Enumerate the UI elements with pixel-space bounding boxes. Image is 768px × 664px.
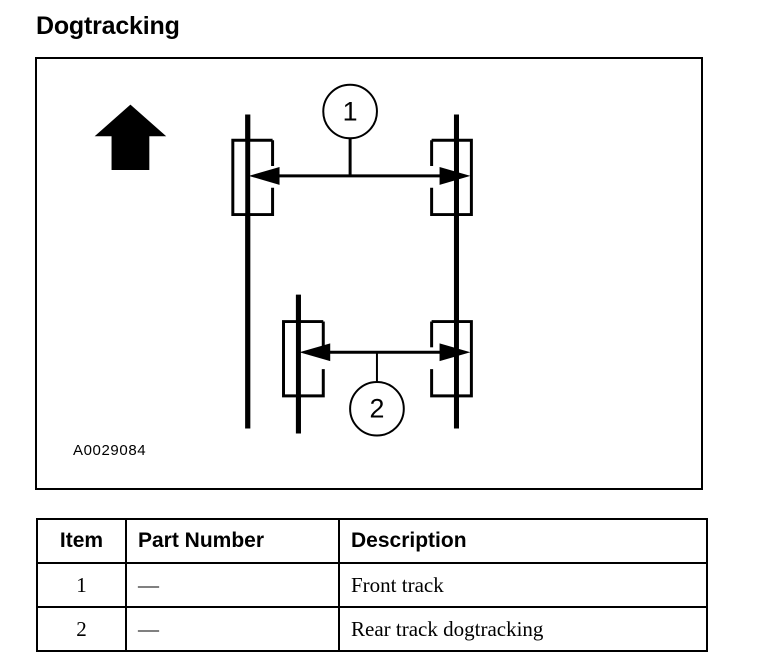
callout-2-label: 2 bbox=[369, 394, 384, 424]
callout-balloon-2: 2 bbox=[349, 352, 405, 437]
illustration-frame: 1 bbox=[35, 57, 703, 490]
cell-part-number: — bbox=[125, 562, 340, 608]
table-row: 1 — Front track bbox=[36, 562, 708, 608]
cell-item: 1 bbox=[36, 562, 127, 608]
cell-item: 2 bbox=[36, 606, 127, 652]
parts-table: Item Part Number Description 1 — Front t… bbox=[36, 518, 708, 652]
page-title: Dogtracking bbox=[36, 12, 180, 40]
cell-part-number: — bbox=[125, 606, 340, 652]
direction-of-travel-arrow-icon bbox=[94, 104, 167, 170]
column-header-item: Item bbox=[36, 518, 127, 564]
rear-right-wheel bbox=[430, 320, 473, 398]
figure-id-label: A0029084 bbox=[73, 442, 147, 459]
cell-description: Front track bbox=[338, 562, 708, 608]
rear-left-wheel bbox=[282, 320, 325, 398]
callout-1-label: 1 bbox=[343, 97, 358, 127]
cell-description: Rear track dogtracking bbox=[338, 606, 708, 652]
rear-track-dimension bbox=[299, 343, 471, 362]
table-row: 2 — Rear track dogtracking bbox=[36, 606, 708, 652]
column-header-description: Description bbox=[338, 518, 708, 564]
dogtracking-diagram: 1 bbox=[94, 83, 473, 437]
column-header-part-number: Part Number bbox=[125, 518, 340, 564]
table-header-row: Item Part Number Description bbox=[36, 518, 708, 564]
callout-balloon-1: 1 bbox=[322, 83, 378, 176]
rear-axle-group: 2 bbox=[282, 114, 473, 437]
